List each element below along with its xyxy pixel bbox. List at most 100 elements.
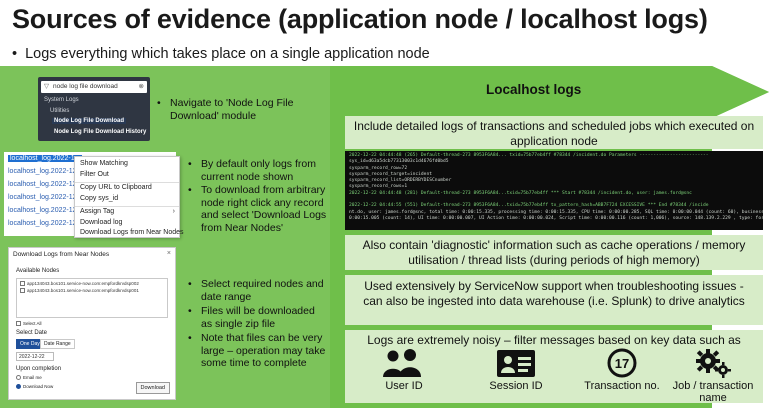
console-line: sys_id=d63a5dcb77313003c1d4676fd0bd5 [349, 159, 449, 165]
clear-icon[interactable]: ⊗ [138, 83, 144, 90]
context-menu: Show Matching Filter Out Copy URL to Cli… [74, 156, 184, 238]
job-transaction-item: Job / transaction name [667, 348, 759, 404]
menu-note-text: By default only logs from current node s… [201, 158, 316, 183]
radio[interactable] [16, 375, 21, 380]
console-line: 0:00:15.005 (count: 14), UI time: 0:00:0… [349, 215, 763, 221]
subtitle-text: Logs everything which takes place on a s… [25, 46, 430, 62]
node-option[interactable]: app134043.bos101.service-now.com:empford… [20, 288, 139, 293]
nav-item-system-logs[interactable]: System Logs [44, 97, 79, 103]
info-box-diagnostic: Also contain 'diagnostic' information su… [345, 235, 763, 270]
menu-separator [75, 206, 179, 207]
localhost-logs-heading: Localhost logs [486, 82, 582, 97]
nav-search-value: node log file download [53, 83, 118, 90]
node-option[interactable]: app134043.bos101.service-now.com:empford… [20, 281, 139, 286]
nav-item-utilities[interactable]: Utilities [50, 108, 70, 114]
checkbox[interactable] [20, 288, 25, 293]
menu-item-copy-sys-id[interactable]: Copy sys_id [80, 195, 119, 202]
nav-note: • Navigate to 'Node Log File Download' m… [157, 97, 307, 122]
filter-icon: ▽ [44, 83, 49, 90]
bullet: • [157, 97, 161, 109]
node-name: app134043.bos101.service-now.com:empford… [27, 288, 139, 293]
number-badge-text: 17 [615, 356, 629, 371]
menu-separator [75, 182, 179, 183]
log-link[interactable]: localhost_log.2022-12- [8, 168, 79, 175]
console-line: sysparm_record_row=72 [349, 165, 408, 171]
log-link[interactable]: localhost_log.2022-12- [8, 207, 79, 214]
key-data-icons: User ID Session ID 17 Transaction no. [345, 348, 763, 404]
checkbox[interactable] [16, 321, 21, 326]
bullet: • [188, 278, 192, 290]
bullet: • [188, 332, 192, 344]
user-id-item: User ID [369, 348, 439, 392]
download-modal-screenshot: Download Logs from Near Nodes × Availabl… [8, 247, 176, 400]
nav-search-input[interactable]: ▽ node log file download ⊗ [41, 81, 147, 93]
close-icon[interactable]: × [166, 250, 171, 257]
upon-completion-label: Upon completion [16, 366, 62, 372]
bullet: • [188, 158, 192, 170]
radio[interactable] [16, 384, 21, 389]
console-line: 2022-12-22 04:44:48 (265) Default-thread… [349, 153, 709, 158]
checkbox[interactable] [20, 281, 25, 286]
nav-item-node-log-file-download-history[interactable]: Node Log File Download History [54, 129, 147, 135]
transaction-no-label: Transaction no. [584, 380, 660, 392]
select-all[interactable]: Select All [16, 321, 42, 326]
users-icon [383, 349, 421, 377]
nav-screenshot: ▽ node log file download ⊗ System Logs U… [38, 77, 150, 141]
download-now-label: Download Now [23, 384, 54, 389]
console-line: 2022-12-22 04:44:48 (281) Default-thread… [349, 190, 692, 196]
id-card-icon [497, 350, 535, 377]
nav-item-node-log-file-download[interactable]: Node Log File Download [52, 118, 126, 124]
menu-item-assign-tag[interactable]: Assign Tag [80, 208, 115, 215]
job-transaction-label: Job / transaction name [672, 380, 754, 404]
modal-note-text: Note that files can be very large – oper… [201, 332, 326, 369]
modal-note-text: Select required nodes and date range [201, 278, 324, 303]
bullet: • [188, 184, 192, 196]
console-line: 2022-12-22 04:44:55 (551) Default-thread… [349, 203, 709, 209]
menu-item-download-log[interactable]: Download log [80, 219, 123, 226]
console-line: sysparm_record_rows=1 [349, 184, 408, 190]
date-range-button[interactable]: Date Range [40, 339, 75, 349]
bullet: • [12, 46, 18, 62]
nav-note-text: Navigate to 'Node Log File Download' mod… [170, 97, 294, 122]
log-console: 2022-12-22 04:44:48 (265) Default-thread… [345, 151, 763, 230]
log-link-selected[interactable]: localhost_log.2022-1... [8, 155, 83, 162]
bullet: • [188, 305, 192, 317]
console-lines: 2022-12-22 04:44:48 (265) Default-thread… [349, 153, 763, 222]
menu-note-text: To download from arbitrary node right cl… [201, 184, 327, 234]
user-id-label: User ID [385, 380, 423, 392]
node-name: app134043.bos101.service-now.com:empford… [27, 281, 139, 286]
menu-item-download-logs-near-nodes[interactable]: Download Logs from Near Nodes [80, 229, 184, 236]
console-line: sysparm_record_target=incident [349, 171, 432, 177]
select-date-label: Select Date [16, 330, 48, 336]
log-link[interactable]: localhost_log.2022-12- [8, 220, 79, 227]
log-link[interactable]: localhost_log.2022-12- [8, 181, 79, 188]
menu-item-copy-url[interactable]: Copy URL to Clipboard [80, 184, 152, 191]
email-me-label: Email me [23, 375, 42, 380]
page-title: Sources of evidence (application node / … [12, 4, 708, 34]
select-all-label: Select All [23, 321, 42, 326]
menu-item-show-matching[interactable]: Show Matching [80, 160, 128, 167]
download-now-option[interactable]: Download Now [16, 384, 53, 389]
menu-item-filter-out[interactable]: Filter Out [80, 171, 109, 178]
console-line: nt.do, user: james.ford@snc, total time:… [349, 209, 763, 215]
session-id-label: Session ID [489, 380, 543, 392]
menu-note-2: • To download from arbitrary node right … [188, 184, 336, 234]
gears-icon [696, 349, 731, 378]
menu-note-1: • By default only logs from current node… [188, 158, 326, 183]
download-button[interactable]: Download [135, 382, 170, 394]
number-badge-icon: 17 [607, 348, 637, 378]
modal-note-1: • Select required nodes and date range [188, 278, 328, 303]
node-list: app134043.bos101.service-now.com:empford… [16, 278, 168, 318]
modal-note-text: Files will be downloaded as single zip f… [201, 305, 315, 330]
console-line: sysparm_record_list=ORDERBYDESCnumber [349, 178, 452, 184]
available-nodes-label: Available Nodes [16, 268, 60, 274]
info-box-detailed-logs: Include detailed logs of transactions an… [345, 116, 763, 149]
date-input[interactable]: 2022-12-22 [16, 352, 54, 361]
modal-note-3: • Note that files can be very large – op… [188, 332, 338, 370]
transaction-no-item: 17 Transaction no. [582, 348, 662, 392]
email-me-option[interactable]: Email me [16, 375, 42, 380]
context-menu-screenshot: localhost_log.2022-1... localhost_log.20… [4, 152, 184, 238]
info-box-support: Used extensively by ServiceNow support w… [345, 275, 763, 325]
log-link[interactable]: localhost_log.2022-12- [8, 194, 79, 201]
filter-text: Logs are extremely noisy – filter messag… [367, 333, 741, 347]
